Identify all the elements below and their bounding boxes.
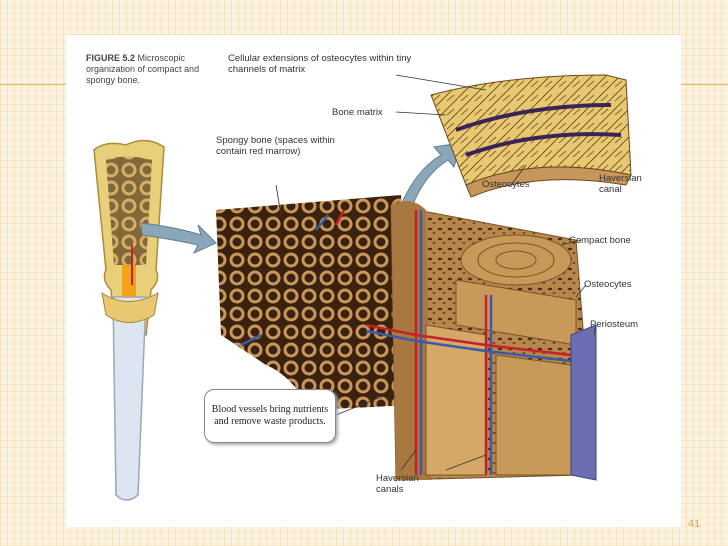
decor-line-right <box>681 84 728 85</box>
blood-vessels <box>240 209 572 475</box>
label-haversian-canal: Haversian canal <box>599 173 642 195</box>
leader-lines <box>275 74 597 471</box>
label-compact-bone: Compact bone <box>569 235 631 246</box>
label-cellular-extensions: Cellular extensions of osteocytes within… <box>228 53 412 75</box>
caption-label: FIGURE 5.2 <box>86 53 136 63</box>
label-periosteum: Periosteum <box>590 319 639 330</box>
label-osteocytes-mid: Osteocytes <box>584 279 632 290</box>
label-bone-matrix: Bone matrix <box>332 107 383 118</box>
blood-vessels-callout: Blood vessels bring nutrients and remove… <box>204 389 336 443</box>
bone-figure: FIGURE 5.2 Microscopic organization of c… <box>66 35 681 527</box>
periosteum-layer <box>570 324 597 481</box>
zoom-arrow-left <box>140 222 217 255</box>
label-osteocytes-top: Osteocytes <box>482 179 530 190</box>
slide-number: 41 <box>688 518 701 530</box>
long-bone <box>93 139 165 501</box>
label-haversian-canals: Haversian canals <box>376 473 419 495</box>
figure-caption: FIGURE 5.2 Microscopic organization of c… <box>86 53 204 86</box>
bone-matrix-detail <box>430 74 632 198</box>
label-spongy-bone: Spongy bone (spaces within contain red m… <box>216 135 335 157</box>
zoom-arrow-right <box>400 142 462 208</box>
decor-line-left <box>0 84 66 85</box>
spongy-bone-block <box>216 195 411 410</box>
caption-text: Microscopic organization of compact and … <box>86 53 200 85</box>
bone-illustration <box>93 74 632 501</box>
